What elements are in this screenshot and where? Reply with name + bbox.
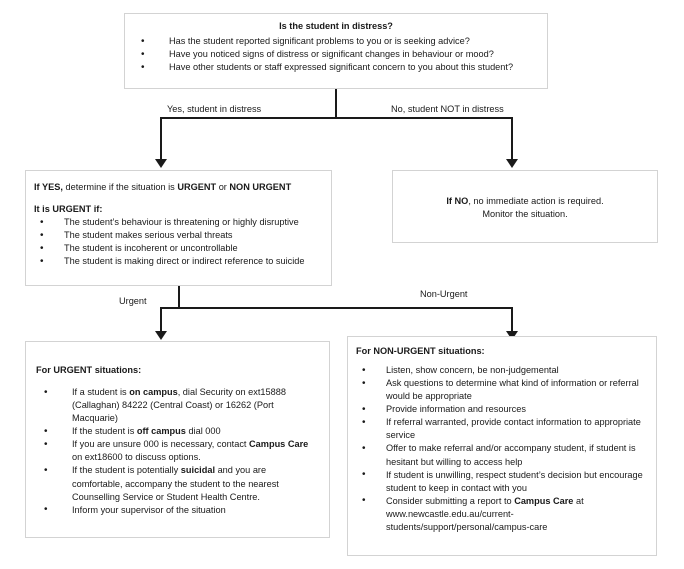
connector-yes-drop	[160, 117, 162, 161]
if-yes-bullet-list: The student’s behaviour is threatening o…	[34, 216, 323, 269]
list-item: Consider submitting a report to Campus C…	[356, 494, 648, 534]
arrowhead-no	[506, 159, 518, 168]
edge-label-urgent: Urgent	[119, 296, 147, 306]
if-yes-text-1: determine if the situation is	[62, 182, 178, 192]
node-urgent-situations: For URGENT situations: If a student is o…	[25, 341, 330, 538]
arrowhead-urgent	[155, 331, 167, 340]
question-heading: Is the student in distress?	[279, 21, 393, 31]
connector-no-drop	[511, 117, 513, 161]
list-item: Inform your supervisor of the situation	[36, 503, 319, 517]
list-item: Ask questions to determine what kind of …	[356, 377, 648, 403]
if-yes-bold-lead: If YES,	[34, 182, 63, 192]
list-item: Has the student reported significant pro…	[133, 35, 539, 49]
non-urgent-bullet-list: Listen, show concern, be non-judgemental…	[356, 364, 648, 534]
non-urgent-heading: For NON-URGENT situations:	[356, 346, 485, 356]
list-item: Have you noticed signs of distress or si…	[133, 48, 539, 62]
if-no-text: , no immediate action is required.	[468, 196, 604, 206]
list-item: The student is making direct or indirect…	[34, 255, 323, 269]
node-non-urgent-situations: For NON-URGENT situations: Listen, show …	[347, 336, 657, 556]
list-item: If you are unsure 000 is necessary, cont…	[36, 438, 319, 464]
question-bullet-list: Has the student reported significant pro…	[133, 35, 539, 75]
connector-question-split	[160, 117, 512, 119]
list-item: Provide information and resources	[356, 403, 648, 417]
list-item: If referral warranted, provide contact i…	[356, 416, 648, 442]
if-yes-subheading: It is URGENT if:	[34, 204, 103, 215]
list-item: The student is incoherent or uncontrolla…	[34, 242, 323, 256]
connector-urgent-drop	[160, 307, 162, 333]
list-item: If the student is potentially suicidal a…	[36, 464, 319, 503]
if-no-statement: If NO, no immediate action is required.	[403, 195, 647, 208]
node-question: Is the student in distress? Has the stud…	[124, 13, 548, 89]
list-item: The student’s behaviour is threatening o…	[34, 216, 323, 230]
list-item: Offer to make referral and/or accompany …	[356, 442, 648, 468]
node-if-no: If NO, no immediate action is required. …	[392, 170, 658, 243]
list-item: If a student is on campus, dial Security…	[36, 386, 319, 425]
connector-non-urgent-drop	[511, 307, 513, 333]
urgent-heading: For URGENT situations:	[36, 365, 142, 375]
edge-label-yes: Yes, student in distress	[167, 104, 262, 114]
list-item: Listen, show concern, be non-judgemental	[356, 364, 648, 378]
list-item: The student makes serious verbal threats	[34, 229, 323, 243]
if-no-line-2: Monitor the situation.	[482, 209, 568, 220]
connector-if-yes-stem	[178, 286, 180, 309]
if-yes-bold-non-urgent: NON URGENT	[229, 182, 292, 192]
node-if-yes: If YES, determine if the situation is UR…	[25, 170, 332, 286]
if-yes-statement: If YES, determine if the situation is UR…	[34, 181, 323, 194]
connector-urgency-split	[160, 307, 512, 309]
connector-question-stem	[335, 89, 337, 118]
arrowhead-non-urgent	[506, 331, 518, 340]
urgent-bullet-list: If a student is on campus, dial Security…	[36, 386, 319, 518]
if-no-bold-lead: If NO	[446, 196, 469, 206]
list-item: If the student is off campus dial 000	[36, 425, 319, 439]
edge-label-no: No, student NOT in distress	[391, 104, 504, 114]
list-item: Have other students or staff expressed s…	[133, 61, 539, 75]
arrowhead-yes	[155, 159, 167, 168]
list-item: If student is unwilling, respect student…	[356, 468, 648, 495]
edge-label-non-urgent: Non-Urgent	[420, 289, 468, 299]
if-yes-bold-urgent: URGENT	[177, 182, 217, 192]
if-yes-text-2: or	[216, 182, 230, 192]
